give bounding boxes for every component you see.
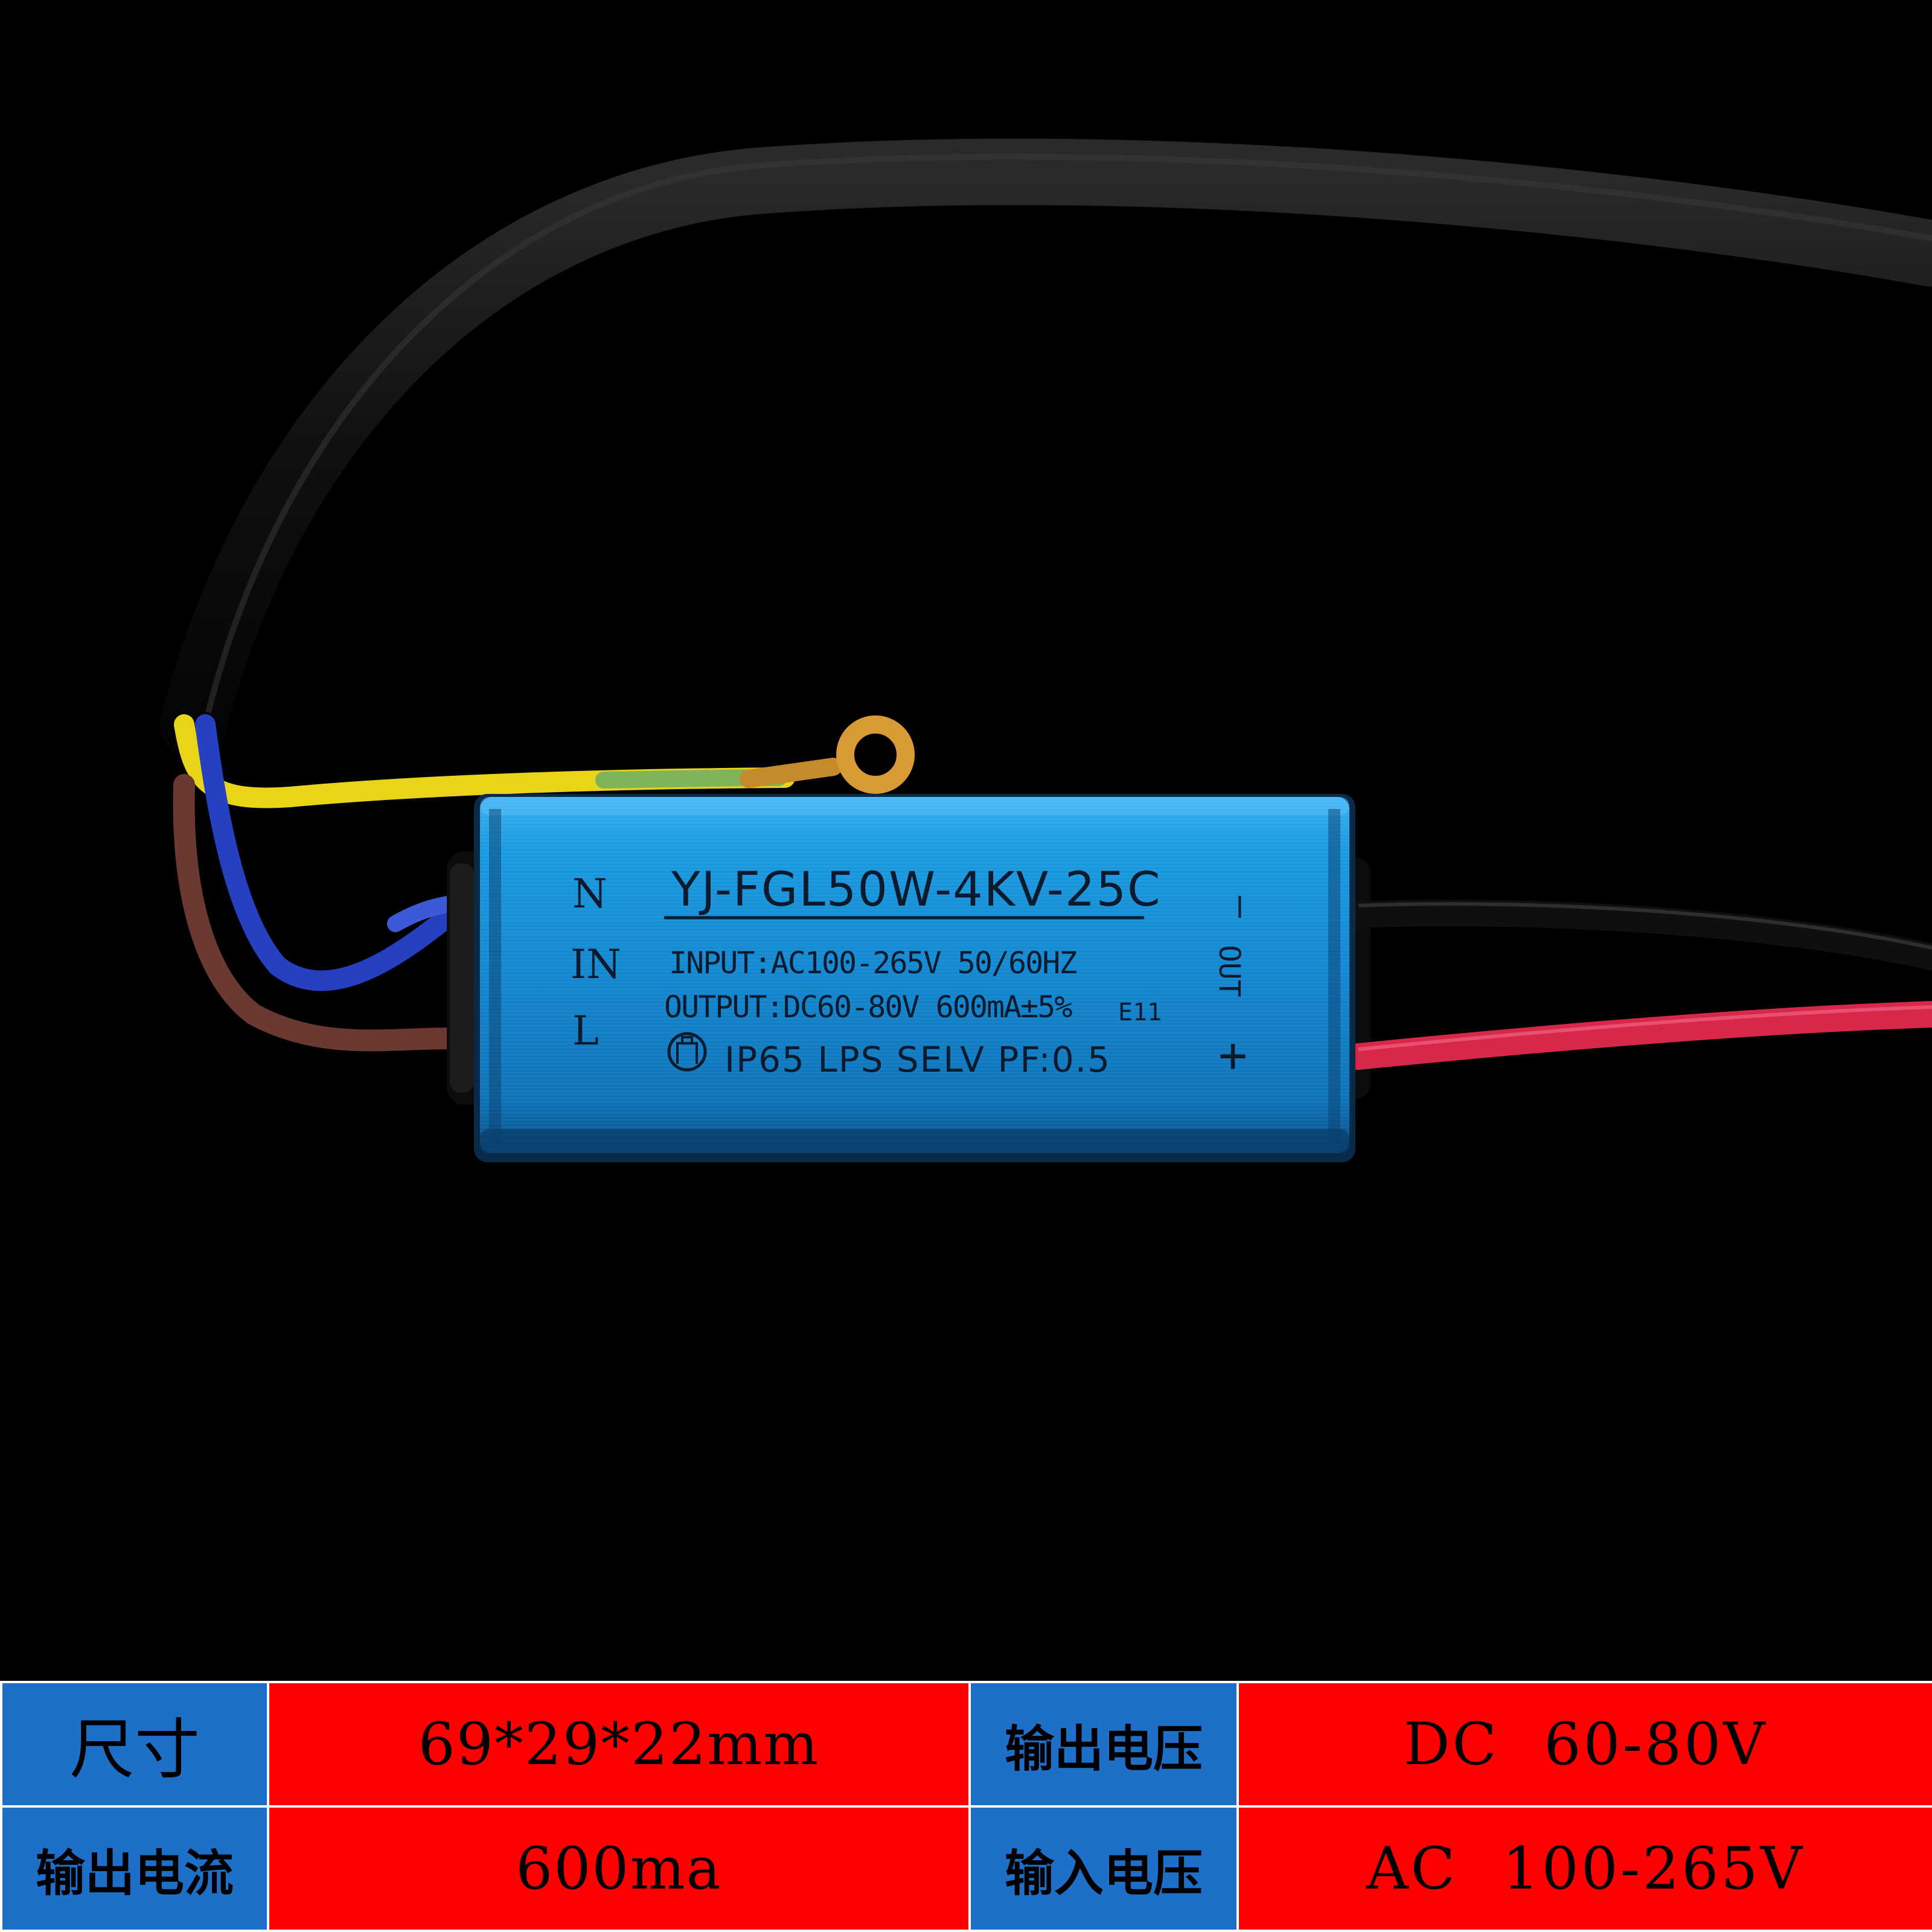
led-driver-case: [474, 794, 1355, 1162]
lps-mark-icon: [667, 1032, 707, 1072]
neutral-wire: [195, 714, 457, 991]
product-photo: N IN L YJ-FGL50W-4KV-25C INPUT:AC100-265…: [160, 138, 1932, 1162]
spec-value-input-voltage: AC 100-265V: [1239, 1808, 1932, 1930]
driver-photo-svg: N IN L YJ-FGL50W-4KV-25C INPUT:AC100-265…: [160, 138, 1932, 1162]
driver-terminal-l: L: [572, 1008, 599, 1054]
driver-out-label: OUT: [1212, 945, 1246, 997]
live-wire: [173, 774, 458, 1052]
driver-model-text: YJ-FGL50W-4KV-25C: [671, 863, 1162, 917]
input-cable: [160, 138, 1932, 758]
output-positive-wire: [1345, 1001, 1932, 1070]
spec-label-size: 尺寸: [2, 1683, 267, 1805]
ring-terminal-icon: [836, 715, 915, 794]
driver-output-text: OUTPUT:DC60-80V 600mA±5%: [664, 990, 1072, 1025]
spec-value-output-voltage: DC 60-80V: [1239, 1683, 1932, 1805]
spec-label-input-voltage: 输入电压: [971, 1808, 1236, 1930]
spec-label-output-current: 输出电流: [2, 1808, 267, 1930]
driver-rating-text: IP65 LPS SELV PF:0.5: [724, 1039, 1111, 1080]
driver-out-plus: +: [1218, 1027, 1247, 1083]
spec-table: 尺寸 69*29*22mm 输出电压 DC 60-80V 输出电流 600ma …: [0, 1681, 1932, 1932]
driver-input-text: INPUT:AC100-265V 50/60HZ: [669, 945, 1076, 980]
driver-terminal-in: IN: [571, 941, 621, 988]
spec-value-size: 69*29*22mm: [269, 1683, 968, 1805]
spec-label-output-voltage: 输出电压: [971, 1683, 1236, 1805]
driver-output-mark: E11: [1118, 999, 1162, 1026]
output-negative-wire: [1345, 900, 1932, 970]
spec-value-output-current: 600ma: [269, 1808, 968, 1930]
driver-terminal-n: N: [572, 871, 607, 917]
driver-out-minus: —: [1217, 895, 1259, 918]
